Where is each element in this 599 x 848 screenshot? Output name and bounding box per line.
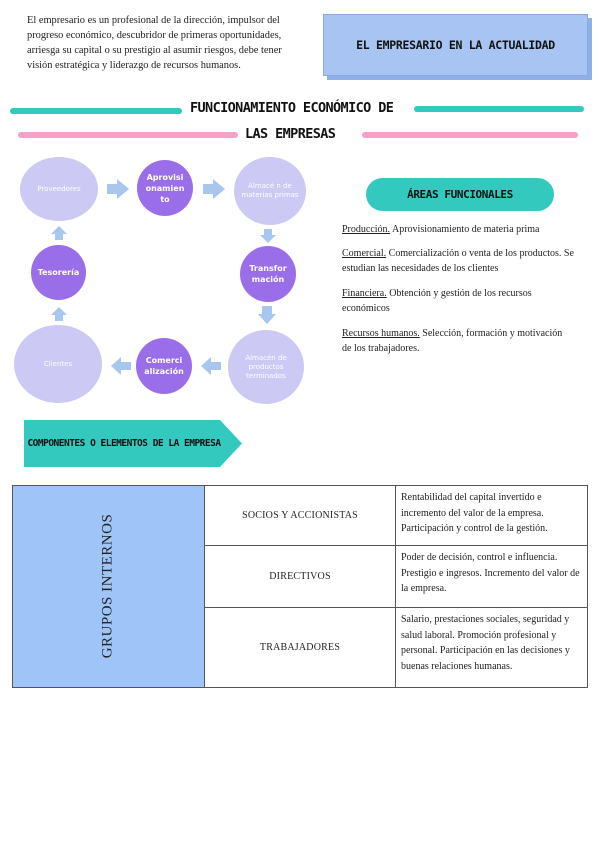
area-term: Producción.: [342, 224, 391, 235]
node-comercializacion: Comerci alización: [136, 338, 192, 394]
pink-line-left: [18, 132, 238, 138]
node-transformacion: Transfor mación: [240, 246, 296, 302]
title-box: EL EMPRESARIO EN LA ACTUALIDAD: [323, 14, 588, 76]
row-desc: Salario, prestaciones sociales, segurida…: [401, 614, 570, 672]
node-proveedores: Proveedores: [20, 157, 98, 221]
teal-line-left: [10, 108, 182, 114]
table-row: TRABAJADORES Salario, prestaciones socia…: [205, 608, 587, 687]
arrow-right-icon: [203, 179, 225, 199]
table-row: DIRECTIVOS Poder de decisión, control e …: [205, 546, 587, 608]
arrow-left-icon: [111, 357, 131, 375]
arrow-down-icon: [260, 229, 276, 243]
area-text: Selección, formación y motivación de los…: [342, 328, 563, 354]
areas-title: ÁREAS FUNCIONALES: [407, 188, 513, 201]
node-tesoreria: Tesorería: [31, 245, 86, 300]
intro-paragraph: El empresario es un profesional de la di…: [27, 15, 282, 71]
area-text: Obtención y gestión de los recursos econ…: [342, 288, 532, 314]
components-banner-text: COMPONENTES O ELEMENTOS DE LA EMPRESA: [27, 437, 221, 449]
area-recursos-humanos: Recursos humanos. Selección, formación y…: [342, 326, 574, 356]
area-term: Recursos humanos.: [342, 328, 420, 339]
section-title-line2: LAS EMPRESAS: [245, 126, 336, 142]
area-comercial: Comercial. Comercialización o venta de l…: [342, 246, 574, 276]
area-financiera: Financiera. Obtención y gestión de los r…: [342, 286, 574, 316]
section-title-line1: FUNCIONAMIENTO ECONÓMICO DE: [190, 100, 394, 116]
table-row: SOCIOS Y ACCIONISTAS Rentabilidad del ca…: [205, 486, 587, 546]
arrow-right-icon: [107, 179, 129, 199]
area-term: Financiera.: [342, 288, 387, 299]
group-cell: GRUPOS INTERNOS: [13, 486, 205, 687]
page-title: EL EMPRESARIO EN LA ACTUALIDAD: [356, 38, 555, 52]
components-banner: COMPONENTES O ELEMENTOS DE LA EMPRESA: [24, 420, 242, 467]
node-aprovisionamiento: Aprovisi onamien to: [137, 160, 193, 216]
node-almacen-materias: Almacé n de materias primas: [234, 157, 306, 225]
arrow-up-icon: [51, 307, 67, 321]
arrow-left-icon: [201, 357, 221, 375]
row-desc: Rentabilidad del capital invertido e inc…: [401, 492, 548, 534]
area-text: Aprovisionamiento de materia prima: [390, 224, 540, 235]
arrow-up-icon: [51, 226, 67, 240]
pink-line-right: [362, 132, 578, 138]
stakeholders-table: GRUPOS INTERNOS SOCIOS Y ACCIONISTAS Ren…: [12, 485, 588, 688]
areas-title-pill: ÁREAS FUNCIONALES: [366, 178, 554, 211]
arrow-down-icon: [258, 306, 276, 324]
row-desc: Poder de decisión, control e influencia.…: [401, 552, 580, 594]
area-text: Comercialización o venta de los producto…: [342, 248, 574, 274]
row-name: SOCIOS Y ACCIONISTAS: [205, 486, 396, 545]
node-clientes: Clientes: [14, 325, 102, 403]
area-term: Comercial.: [342, 248, 387, 259]
row-name: TRABAJADORES: [205, 608, 396, 687]
teal-line-right: [414, 106, 584, 112]
area-produccion: Producción. Aprovisionamiento de materia…: [342, 222, 574, 237]
row-name: DIRECTIVOS: [205, 546, 396, 607]
node-almacen-productos: Almacén de productos terminados: [228, 330, 304, 404]
banner-shape: [24, 420, 242, 467]
group-label: GRUPOS INTERNOS: [99, 513, 116, 659]
